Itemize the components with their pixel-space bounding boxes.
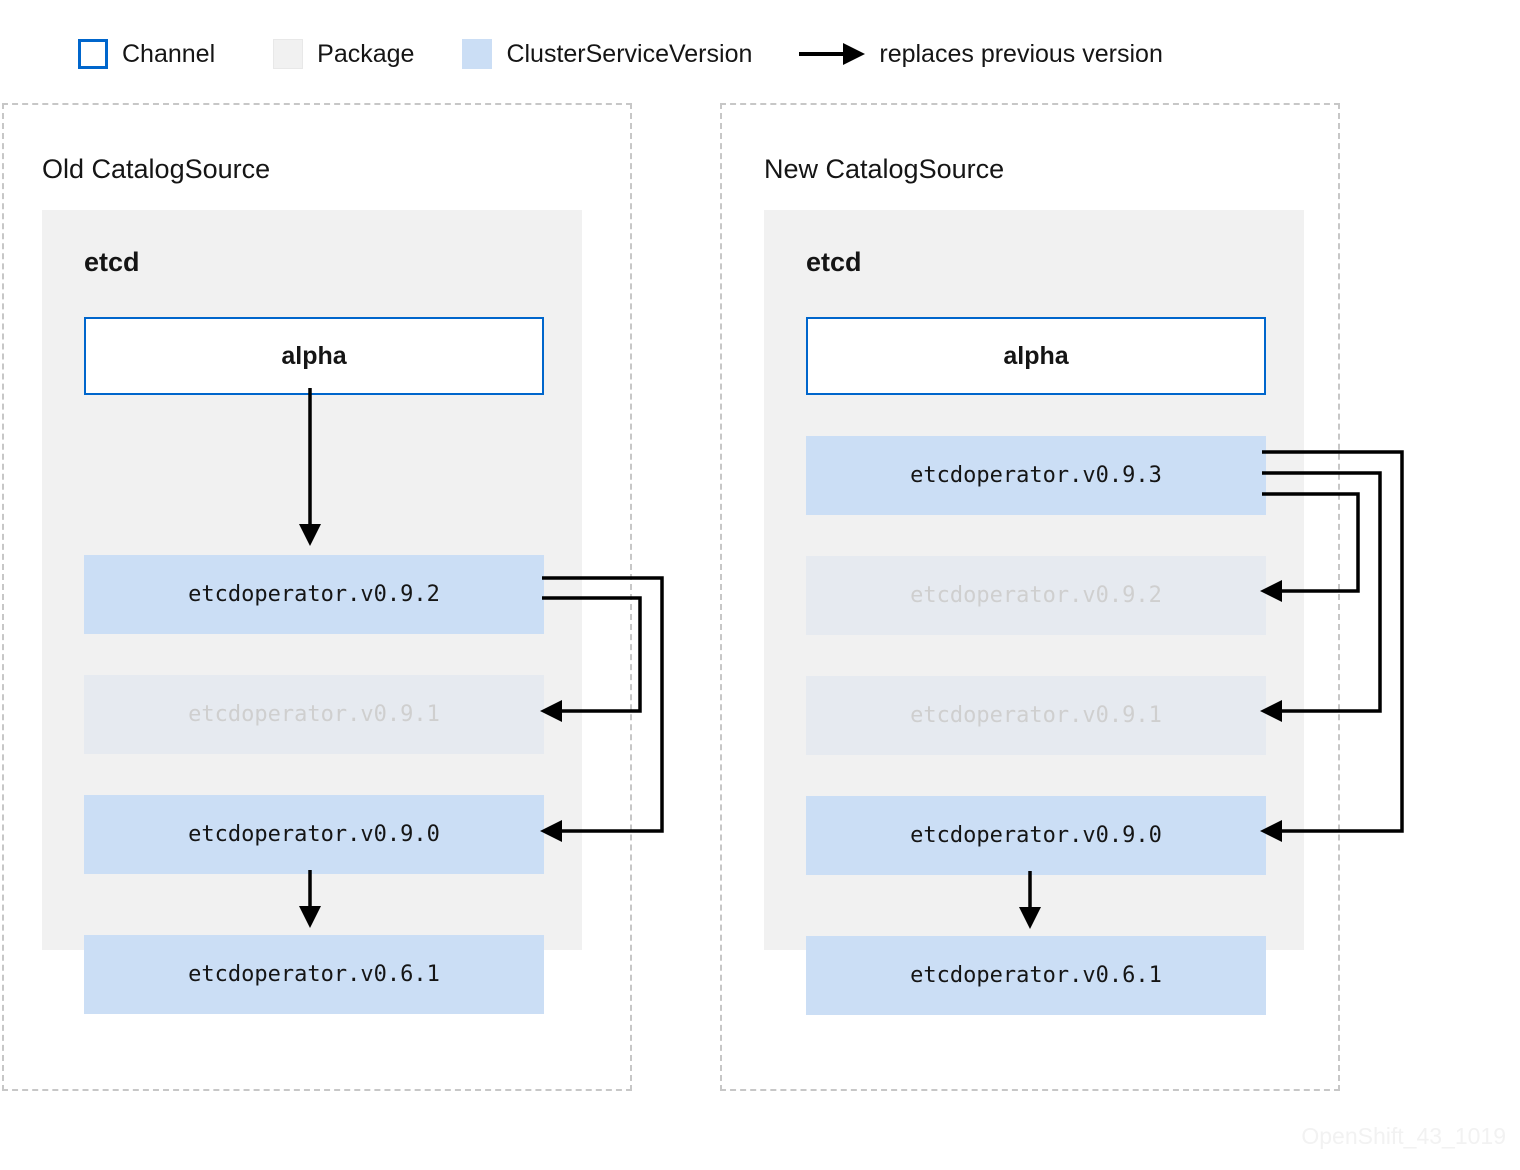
csv-label-new-v0-9-2: etcdoperator.v0.9.2 — [910, 583, 1162, 608]
csv-label-new-v0-6-1: etcdoperator.v0.6.1 — [910, 963, 1162, 988]
csv-label-old-v0-9-0: etcdoperator.v0.9.0 — [188, 822, 440, 847]
channel-box-new[interactable]: alpha — [806, 317, 1266, 395]
panel-title-new: New CatalogSource — [764, 154, 1005, 184]
legend-item-csv: ClusterServiceVersion — [462, 36, 752, 72]
legend-label-package: Package — [317, 40, 415, 68]
csv-label-old-v0-9-1: etcdoperator.v0.9.1 — [188, 702, 440, 727]
legend-label-channel: Channel — [122, 40, 216, 68]
channel-box-old[interactable]: alpha — [84, 317, 544, 395]
legend: Channel Package ClusterServiceVersion re… — [78, 36, 1163, 72]
csv-swatch-icon — [462, 39, 493, 69]
channel-label-old: alpha — [281, 341, 347, 370]
package-box-old: etcd alpha etcdoperator.v0.9.2 etcdopera… — [42, 210, 582, 1014]
package-name-new: etcd — [806, 247, 862, 277]
csv-box-old-v0-6-1[interactable]: etcdoperator.v0.6.1 — [84, 935, 544, 1014]
package-box-new: etcd alpha etcdoperator.v0.9.3 etcdopera… — [764, 210, 1304, 1015]
catalog-source-panel-old: Old CatalogSource etcd alpha etcdoperato… — [2, 103, 632, 1091]
channel-swatch-icon — [78, 39, 108, 69]
panel-title-old: Old CatalogSource — [42, 154, 271, 184]
csv-box-old-v0-9-0[interactable]: etcdoperator.v0.9.0 — [84, 795, 544, 874]
channel-label-new: alpha — [1003, 341, 1069, 370]
legend-label-replaces: replaces previous version — [879, 40, 1163, 68]
csv-label-old-v0-9-2: etcdoperator.v0.9.2 — [188, 582, 440, 607]
csv-box-new-v0-9-3[interactable]: etcdoperator.v0.9.3 — [806, 436, 1266, 515]
watermark: OpenShift_43_1019 — [1301, 1123, 1506, 1149]
csv-label-new-v0-9-1: etcdoperator.v0.9.1 — [910, 703, 1162, 728]
csv-box-new-v0-9-2[interactable]: etcdoperator.v0.9.2 — [806, 556, 1266, 635]
catalog-source-panel-new: New CatalogSource etcd alpha etcdoperato… — [720, 103, 1340, 1091]
csv-box-new-v0-9-1[interactable]: etcdoperator.v0.9.1 — [806, 676, 1266, 755]
package-name-old: etcd — [84, 247, 140, 277]
csv-label-new-v0-9-3: etcdoperator.v0.9.3 — [910, 463, 1162, 488]
replaces-arrow-icon — [799, 43, 866, 65]
csv-label-old-v0-6-1: etcdoperator.v0.6.1 — [188, 962, 440, 987]
legend-label-csv: ClusterServiceVersion — [506, 40, 753, 68]
csv-box-new-v0-9-0[interactable]: etcdoperator.v0.9.0 — [806, 796, 1266, 875]
csv-box-old-v0-9-1[interactable]: etcdoperator.v0.9.1 — [84, 675, 544, 754]
csv-box-new-v0-6-1[interactable]: etcdoperator.v0.6.1 — [806, 936, 1266, 1015]
legend-item-package: Package — [273, 36, 414, 72]
csv-box-old-v0-9-2[interactable]: etcdoperator.v0.9.2 — [84, 555, 544, 634]
package-swatch-icon — [273, 39, 304, 69]
csv-label-new-v0-9-0: etcdoperator.v0.9.0 — [910, 823, 1162, 848]
legend-item-replaces: replaces previous version — [799, 36, 1163, 72]
legend-item-channel: Channel — [78, 36, 215, 72]
